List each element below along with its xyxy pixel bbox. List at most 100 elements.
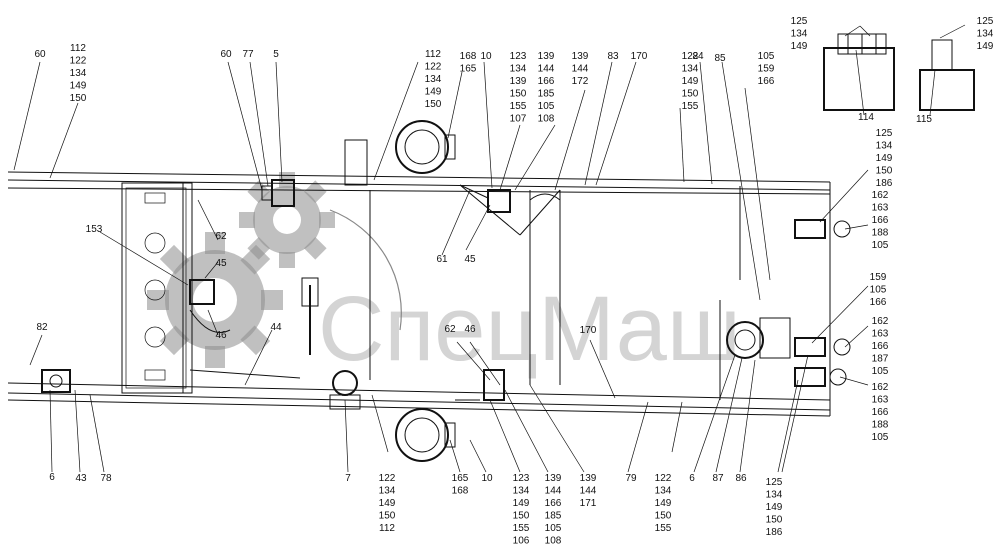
callout-line: 112 [70, 43, 86, 54]
valve-front-left [41, 369, 71, 393]
callout-line: 134 [513, 486, 530, 497]
chassis-frame [7, 139, 831, 417]
callout-line: 171 [580, 498, 597, 509]
callout-line: 166 [870, 297, 887, 308]
callout-line: 188 [872, 228, 889, 239]
callout-line: 150 [70, 93, 87, 104]
callout-line: 43 [75, 473, 87, 484]
callout-line: 134 [766, 490, 783, 501]
callout-line: 134 [379, 486, 396, 497]
callout-line: 149 [791, 41, 808, 52]
callout-line: 185 [538, 89, 555, 100]
callout-line: 105 [872, 366, 889, 377]
callout-line: 82 [36, 322, 48, 333]
callout-line: 5 [273, 49, 279, 60]
valve-front-upper [261, 179, 295, 207]
callout-c60a: 60 [34, 49, 46, 60]
callout-line: 134 [655, 486, 672, 497]
callout-line: 155 [655, 523, 672, 534]
callout-line: 139 [510, 76, 527, 87]
callout-line: 165 [460, 64, 477, 75]
callout-c82: 82 [36, 322, 48, 333]
callout-line: 166 [872, 341, 889, 352]
callout-c45b: 45 [464, 254, 476, 265]
callout-line: 45 [215, 258, 227, 269]
callout-line: 125 [791, 16, 808, 27]
callout-line: 150 [510, 89, 527, 100]
watermark-gear-small-icon [239, 172, 335, 268]
callout-line: 149 [682, 76, 699, 87]
callout-line: 125 [766, 477, 783, 488]
valve-upper-center [459, 184, 511, 213]
callout-c45a: 45 [215, 258, 227, 269]
callout-line: 166 [545, 498, 562, 509]
callout-line: 122 [70, 56, 87, 67]
callout-line: 149 [876, 153, 893, 164]
callout-line: 163 [872, 329, 889, 340]
callout-line: 106 [513, 536, 530, 547]
callout-c10a: 10 [480, 51, 492, 62]
callout-line: 149 [655, 498, 672, 509]
callout-line: 114 [858, 112, 874, 123]
callout-line: 139 [538, 51, 555, 62]
callout-line: 170 [631, 51, 648, 62]
callout-line: 155 [510, 101, 527, 112]
callout-c62b: 62 [444, 324, 456, 335]
callout-line: 122 [425, 62, 442, 73]
callout-line: 144 [538, 64, 555, 75]
callout-line: 87 [712, 473, 724, 484]
callout-line: 84 [692, 51, 704, 62]
callout-line: 60 [220, 49, 232, 60]
callout-c84: 84 [692, 51, 704, 62]
callout-line: 139 [580, 473, 597, 484]
callout-line: 112 [425, 49, 441, 60]
callout-line: 150 [766, 515, 783, 526]
callout-line: 149 [977, 41, 994, 52]
callout-line: 170 [580, 325, 597, 336]
leader-lines [13, 24, 966, 473]
callout-line: 159 [758, 64, 775, 75]
callout-line: 139 [572, 51, 589, 62]
callout-line: 6 [49, 472, 55, 483]
callout-line: 150 [513, 511, 530, 522]
callout-line: 149 [70, 81, 87, 92]
callout-line: 188 [872, 420, 889, 431]
callout-line: 165 [452, 473, 469, 484]
callout-line: 144 [545, 486, 562, 497]
callout-line: 108 [545, 536, 562, 547]
callout-c6a: 6 [49, 472, 55, 483]
callout-line: 83 [607, 51, 619, 62]
callout-line: 150 [876, 166, 893, 177]
callout-line: 125 [977, 16, 994, 27]
callout-line: 187 [872, 354, 889, 365]
callout-line: 45 [464, 254, 476, 265]
valve-front-mid [189, 279, 231, 333]
callout-line: 79 [625, 473, 637, 484]
callout-line: 150 [655, 511, 672, 522]
callout-line: 162 [872, 190, 889, 201]
callout-line: 166 [872, 215, 889, 226]
callout-line: 172 [572, 76, 589, 87]
callout-line: 105 [758, 51, 775, 62]
callout-line: 112 [379, 523, 395, 534]
callout-c86: 86 [735, 473, 747, 484]
callout-line: 134 [510, 64, 527, 75]
callout-line: 107 [510, 114, 527, 125]
callout-line: 105 [872, 240, 889, 251]
callout-line: 122 [379, 473, 396, 484]
callout-c115: 115 [916, 114, 932, 125]
callout-line: 139 [545, 473, 562, 484]
